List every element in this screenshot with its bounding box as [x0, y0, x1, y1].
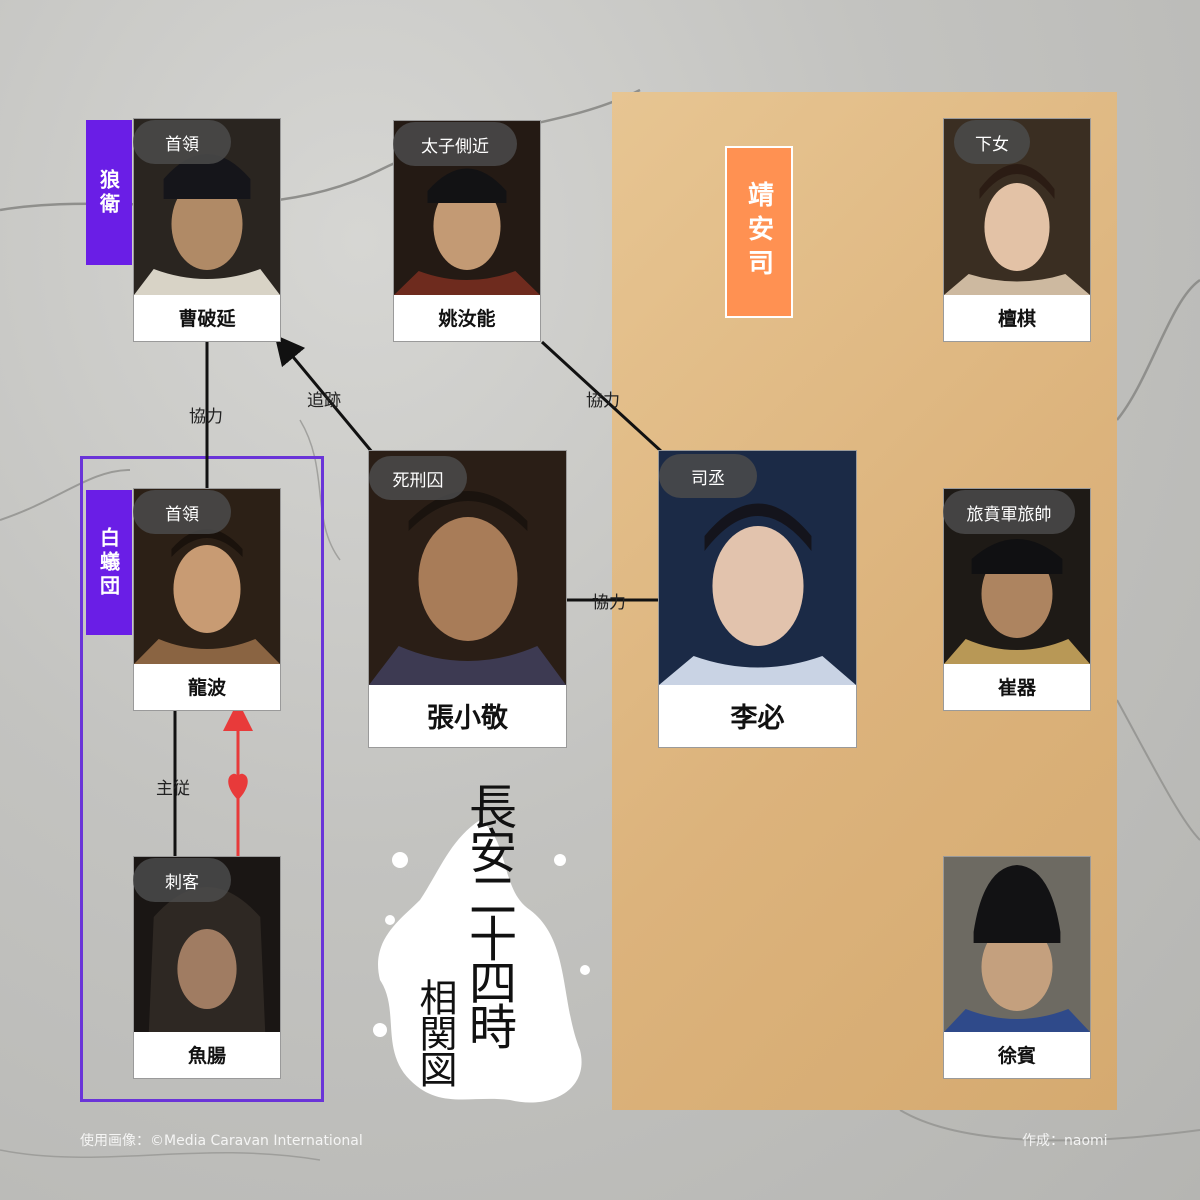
image-credit: 使用画像：©Media Caravan International [80, 1133, 363, 1149]
role-badge-cao: 首領 [133, 120, 231, 164]
name-zhang: 張小敬 [427, 702, 508, 734]
role-badge-yao: 太子側近 [393, 122, 517, 166]
role-badge-yu: 刺客 [133, 858, 231, 902]
name-cao: 曹破延 [178, 307, 236, 330]
rel-label-yao-li: 協力 [586, 391, 620, 411]
author-credit: 作成：naomi [1022, 1133, 1108, 1149]
rel-label-zhang-cao: 追跡 [307, 391, 341, 411]
portrait-xu [944, 857, 1090, 1032]
name-xu: 徐賓 [997, 1044, 1036, 1067]
name-long: 龍波 [187, 676, 226, 699]
group-label-baigang: 白蟻団 [86, 490, 132, 635]
diagram-title: 長安二十四時 [460, 782, 516, 1046]
name-tan: 檀棋 [997, 307, 1036, 330]
baigang-group-box [80, 456, 324, 1102]
role-badge-tan: 下女 [954, 120, 1030, 164]
name-cui: 崔器 [997, 676, 1036, 699]
role-badge-cui: 旅賁軍旅帥 [943, 490, 1075, 534]
ink-splash [373, 820, 590, 1103]
character-card-xu[interactable]: 徐賓 [943, 856, 1091, 1079]
rel-label-long-yu: 主従 [156, 779, 190, 799]
rel-label-zhang-li: 協力 [592, 593, 626, 613]
role-badge-zhang: 死刑囚 [369, 456, 467, 500]
role-badge-li: 司丞 [659, 454, 757, 498]
name-yao: 姚汝能 [438, 307, 496, 330]
rel-label-cao-long: 協力 [189, 407, 223, 427]
portrait-zhang [369, 451, 566, 685]
role-badge-long: 首領 [133, 490, 231, 534]
character-card-yao[interactable]: 姚汝能 [393, 120, 541, 342]
group-label-wolf-guard: 狼衛 [86, 120, 132, 265]
group-label-jingansi: 靖安司 [725, 146, 793, 318]
diagram-subtitle: 相関図 [413, 978, 457, 1086]
name-li: 李必 [730, 702, 785, 734]
name-yu: 魚腸 [187, 1044, 226, 1067]
